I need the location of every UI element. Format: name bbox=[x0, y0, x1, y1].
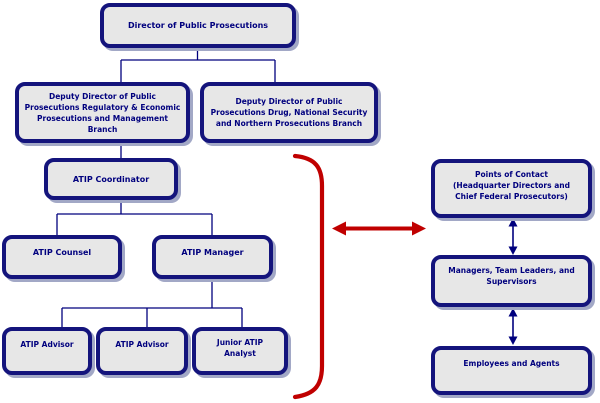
node-atip-manager: ATIP Manager bbox=[152, 235, 273, 279]
navy-bidirectional-arrow-icon-top bbox=[508, 218, 518, 255]
node-deputy-director-drug-national-security: Deputy Director of Public Prosecutions D… bbox=[200, 82, 378, 143]
node-atip-advisor-2: ATIP Advisor bbox=[96, 327, 188, 375]
node-label: ATIP Advisor bbox=[20, 340, 74, 349]
node-director-of-public-prosecutions: Director of Public Prosecutions bbox=[100, 3, 296, 48]
node-employees-and-agents: Employees and Agents bbox=[431, 346, 592, 395]
node-label: Junior ATIP Analyst bbox=[216, 338, 264, 358]
node-label: ATIP Counsel bbox=[32, 248, 92, 257]
red-bidirectional-arrow-icon bbox=[332, 221, 426, 236]
node-label: Employees and Agents bbox=[463, 359, 560, 368]
node-label: Managers, Team Leaders, and Supervisors bbox=[448, 266, 575, 286]
red-brace bbox=[292, 153, 325, 400]
node-label: Director of Public Prosecutions bbox=[127, 21, 269, 30]
node-label: Points of Contact (Headquarter Directors… bbox=[453, 170, 570, 201]
node-points-of-contact: Points of Contact (Headquarter Directors… bbox=[431, 159, 592, 218]
node-junior-atip-analyst: Junior ATIP Analyst bbox=[192, 327, 288, 375]
node-label: ATIP Manager bbox=[181, 248, 244, 257]
node-label: ATIP Advisor bbox=[115, 340, 169, 349]
navy-bidirectional-arrow-icon-bottom bbox=[508, 308, 518, 345]
org-tree-connectors bbox=[56, 48, 276, 327]
node-atip-coordinator: ATIP Coordinator bbox=[44, 158, 178, 200]
node-atip-advisor-1: ATIP Advisor bbox=[2, 327, 92, 375]
node-deputy-director-regulatory-economic: Deputy Director of Public Prosecutions R… bbox=[15, 82, 190, 143]
node-managers-team-leaders-supervisors: Managers, Team Leaders, and Supervisors bbox=[431, 255, 592, 307]
node-label: Deputy Director of Public Prosecutions D… bbox=[210, 97, 368, 128]
node-label: Deputy Director of Public Prosecutions R… bbox=[24, 91, 181, 134]
node-label: ATIP Coordinator bbox=[72, 174, 150, 184]
node-atip-counsel: ATIP Counsel bbox=[2, 235, 122, 279]
